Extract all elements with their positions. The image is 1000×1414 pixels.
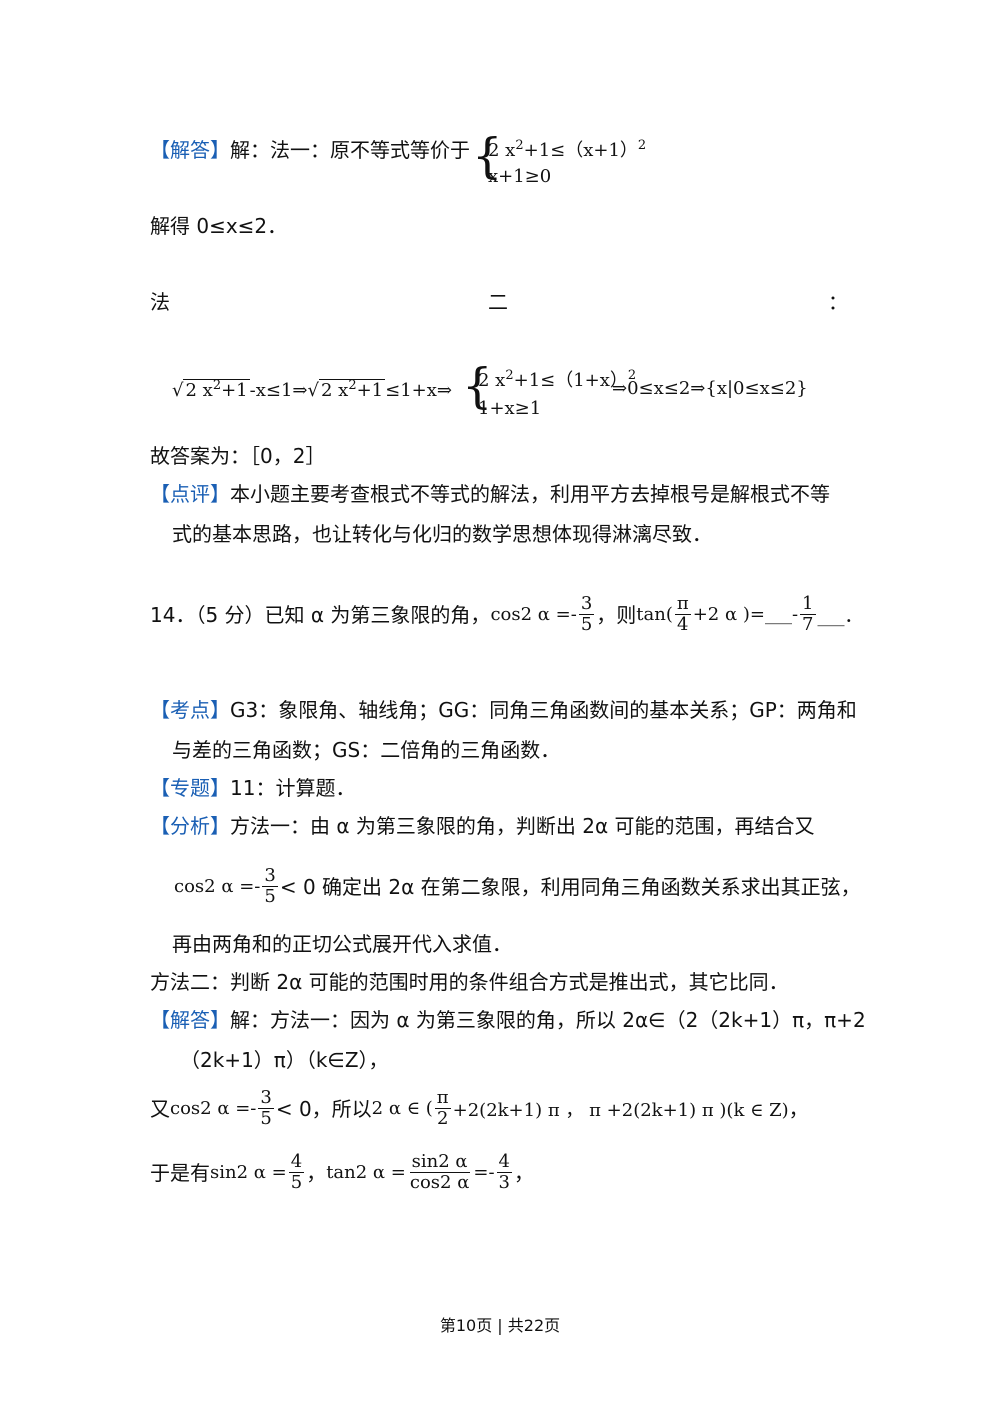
chain-system-line-1: 2 x2+1≤（1+x）2 xyxy=(478,368,637,391)
system-line-1: 2 x2+1≤（x+1）2 xyxy=(488,138,647,161)
comment-line-1: 【点评】本小题主要考查根式不等式的解法，利用平方去掉根号是解根式不等 xyxy=(150,482,830,506)
jieda-line-1: 【解答】解：方法一：因为 α 为第三象限的角，所以 2α∈（2（2k+1）π，π… xyxy=(150,1008,866,1032)
section-tag: 【分析】 xyxy=(150,814,230,838)
section-tag: 【解答】 xyxy=(150,1008,230,1032)
solution-label-line: 【解答】解：法一：原不等式等价于 xyxy=(150,138,470,162)
chain-system-brace: { xyxy=(462,358,493,414)
chain-system-line-2: 1+x≥1 xyxy=(478,398,542,419)
zhuanti-line: 【专题】11：计算题． xyxy=(150,776,356,800)
method-colon: ： xyxy=(828,290,848,314)
sqrt-sign: √ xyxy=(172,380,184,401)
fenxi-line-4: 方法二：判断 2α 可能的范围时用的条件组合方式是推出式，其它比同． xyxy=(150,970,789,994)
chain-expression: √2 x2+1-x≤1⇒√2 x2+1≤1+x⇒ xyxy=(172,378,452,401)
sqrt-sign: √ xyxy=(307,380,319,401)
system-brace: { xyxy=(472,128,503,184)
result-line: 解得 0≤x≤2． xyxy=(150,214,288,238)
section-tag: 【点评】 xyxy=(150,482,230,506)
jieda-line-2: （2k+1）π）（k∈Z）， xyxy=(180,1048,389,1072)
section-tag: 【解答】 xyxy=(150,138,230,162)
text: 解：法一：原不等式等价于 xyxy=(230,138,470,162)
answer-line: 故答案为：［0，2］ xyxy=(150,444,326,468)
kaodian-line-1: 【考点】G3：象限角、轴线角；GG：同角三角函数间的基本关系；GP：两角和 xyxy=(150,698,857,722)
comment-line-2: 式的基本思路，也让转化与化归的数学思想体现得淋漓尽致． xyxy=(172,522,712,546)
system-line-2: x+1≥0 xyxy=(488,166,552,187)
section-tag: 【考点】 xyxy=(150,698,230,722)
method-word-fa: 法 xyxy=(150,290,170,314)
sqrt-radicand-1: 2 x2+1 xyxy=(183,378,250,401)
page-footer: 第10页 | 共22页 xyxy=(439,1316,561,1335)
section-tag: 【专题】 xyxy=(150,776,230,800)
fenxi-line-1: 【分析】方法一：由 α 为第三象限的角，判断出 2α 可能的范围，再结合又 xyxy=(150,814,815,838)
sqrt-radicand-2: 2 x2+1 xyxy=(318,378,386,401)
chain-tail: ⇒0≤x≤2⇒{x|0≤x≤2} xyxy=(612,378,808,399)
kaodian-line-2: 与差的三角函数；GS：二倍角的三角函数． xyxy=(172,738,561,762)
fenxi-line-3: 再由两角和的正切公式展开代入求值． xyxy=(172,932,512,956)
method-word-er: 二 xyxy=(488,290,508,314)
